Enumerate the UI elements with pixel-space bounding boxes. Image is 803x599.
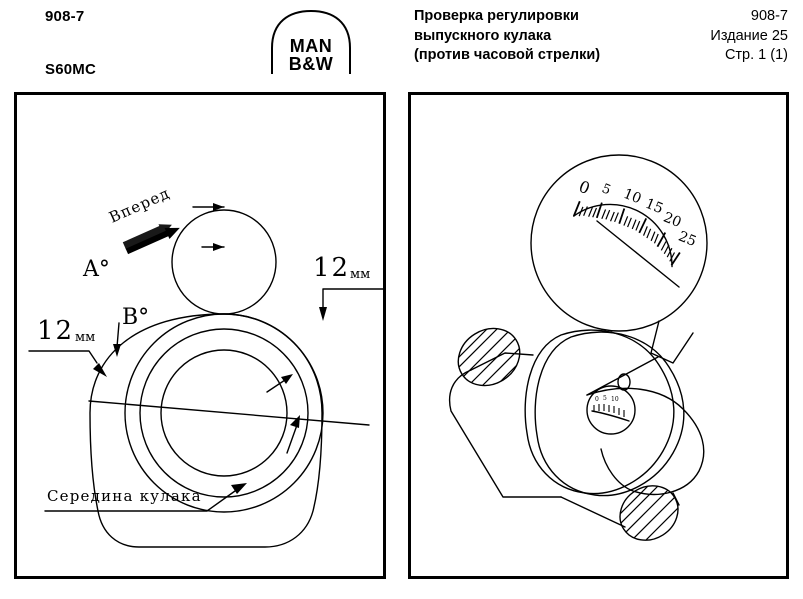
dial-major-ticks (572, 200, 681, 266)
header-title: Проверка регулировки выпускного кулака (… (414, 7, 684, 66)
dimension-right-unit: мм (350, 267, 370, 282)
dimension-right-value: 12 (313, 253, 350, 283)
contact-boss-ticks: 0 5 10 (591, 395, 630, 422)
dimension-left-group: 12 мм (28, 316, 370, 426)
dimension-left-value: 12 (37, 316, 74, 346)
svg-text:5: 5 (603, 395, 607, 402)
header-engine-model: S60MC (45, 61, 97, 78)
angle-b-label: B° (122, 305, 149, 330)
logo-line-2: B&W (289, 54, 334, 74)
top-dimension-arrows (192, 203, 225, 251)
page-header: 908-7 S60MC MAN B&W Проверка регулировки… (0, 0, 803, 90)
svg-text:10: 10 (611, 396, 619, 403)
header-title-line-3: (против часовой стрелки) (414, 47, 601, 63)
header-meta-edition: Издание 25 (710, 27, 788, 44)
cam-centre-label: Середина кулака (47, 487, 202, 505)
cam-lobe-outline (586, 387, 705, 495)
dial-gauge-face (530, 154, 708, 332)
tangent-line (88, 400, 370, 426)
dial-scale-label-15: 15 (643, 196, 666, 218)
logo-line-1: MAN (290, 36, 333, 56)
dial-scale-label-20: 20 (661, 210, 684, 232)
cam-base-circle-outer (124, 313, 324, 513)
cam-base-circle-mid (139, 328, 309, 498)
cam-disc-front (524, 329, 675, 495)
shaft-front-edge (560, 496, 626, 528)
shaft-rear-upper (470, 352, 534, 371)
cam-angle-diagram: Вперед A° B° 12 мм 12 мм (28, 184, 383, 548)
cam-centre-callout: Середина кулака (44, 483, 247, 512)
dial-gauge-cam-diagram: 0 5 10 15 20 25 (448, 154, 708, 551)
radial-line-c (121, 413, 224, 470)
dial-minor-ticks (578, 206, 676, 262)
header-title-line-2: выпускного кулака (414, 27, 552, 44)
dimension-right-group: 12 мм (313, 253, 383, 321)
cam-disc-rear (534, 331, 685, 497)
dimension-left-unit: мм (75, 330, 95, 345)
header-title-line-1: Проверка регулировки (414, 8, 579, 24)
direction-label: Вперед (106, 184, 173, 227)
figure-frame-dial-gauge: 0 5 10 15 20 25 (408, 92, 789, 579)
dial-scale-label-10: 10 (621, 186, 644, 208)
figure-frame-cam-angle: Вперед A° B° 12 мм 12 мм (14, 92, 386, 579)
shaft-section-hatched-lower (610, 475, 689, 551)
cam-profile-arrow (266, 374, 293, 393)
lobe-edge-tail (672, 492, 680, 506)
cam-outer-profile (89, 313, 323, 548)
header-meta-page: Стр. 1 (1) (724, 47, 788, 63)
header-doc-number-left: 908-7 (45, 8, 85, 25)
dial-needle (596, 220, 680, 288)
shaft-rear-lower (448, 369, 562, 498)
dial-scale-label-0: 0 (576, 177, 593, 198)
header-meta-doc-number: 908-7 (750, 8, 788, 24)
man-bw-logo: MAN B&W (268, 8, 354, 74)
cam-profile-arrow-2 (286, 415, 300, 454)
direction-arrow-icon (122, 224, 180, 255)
dial-scale-label-25: 25 (676, 229, 699, 251)
roller-circle (171, 209, 277, 315)
angle-a-label: A° (82, 257, 110, 282)
probe-contact-boss: 0 5 10 (586, 385, 636, 435)
dial-scale-label-5: 5 (599, 181, 612, 198)
svg-text:0: 0 (595, 396, 599, 403)
header-meta: 908-7 Издание 25 Стр. 1 (1) (660, 7, 788, 66)
cam-bore-circle (160, 349, 288, 477)
